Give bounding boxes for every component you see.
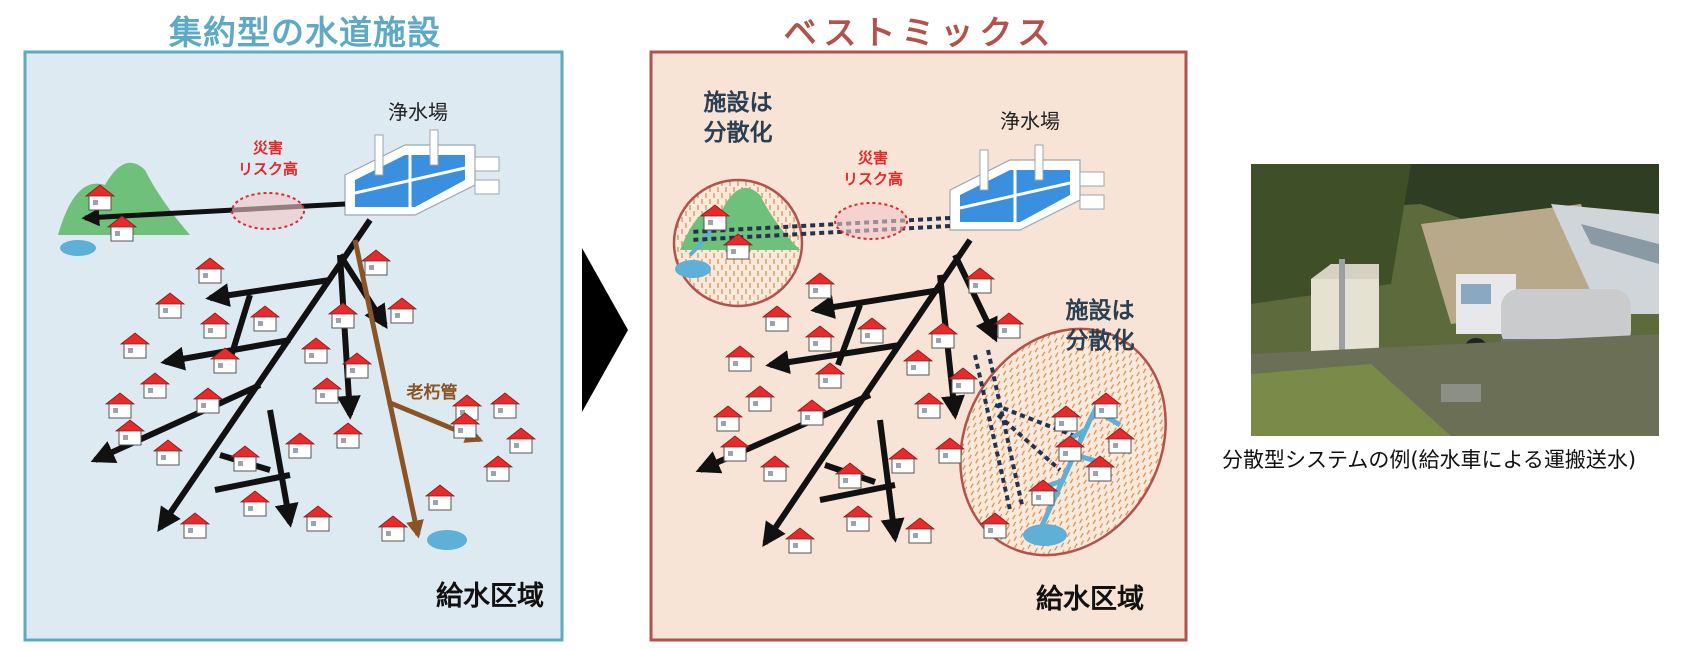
disaster-risk-zone-2 [834, 202, 908, 240]
photo-caption: 分散型システムの例(給水車による運搬送水) [1222, 448, 1637, 472]
abandoned-pipe-2 [973, 349, 1081, 511]
distributed-label-1b: 分散化 [704, 119, 773, 146]
water-source-pond [60, 240, 96, 256]
distributed-label-1a: 施設は [704, 89, 773, 116]
service-area-label: 給水区域 [436, 580, 544, 612]
water-truck-photo [1251, 164, 1659, 436]
service-area-label-2: 給水区域 [1036, 583, 1144, 615]
aging-pipe-label: 老朽管 [406, 382, 458, 403]
disaster-risk-zone [231, 192, 305, 230]
left-panel-title: 集約型の水道施設 [169, 13, 441, 52]
distributed-label-2b: 分散化 [1066, 327, 1135, 354]
distributed-label-2a: 施設は [1066, 297, 1135, 324]
left-panel-frame [23, 50, 564, 642]
water-pond [427, 530, 467, 550]
plant-label: 浄水場 [388, 100, 448, 124]
risk-label-2: リスク高 [238, 160, 298, 178]
transition-arrow [582, 248, 628, 412]
risk-label-2a: 災害 [858, 149, 888, 167]
plant-label-2: 浄水場 [1000, 109, 1060, 133]
water-source-pond-3 [1023, 524, 1067, 546]
water-source-pond-2 [675, 260, 711, 278]
risk-label-2b: リスク高 [843, 170, 903, 188]
right-panel-title: ベストミックス [783, 13, 1057, 52]
distribution-network [90, 218, 388, 532]
risk-label-1: 災害 [253, 139, 283, 157]
